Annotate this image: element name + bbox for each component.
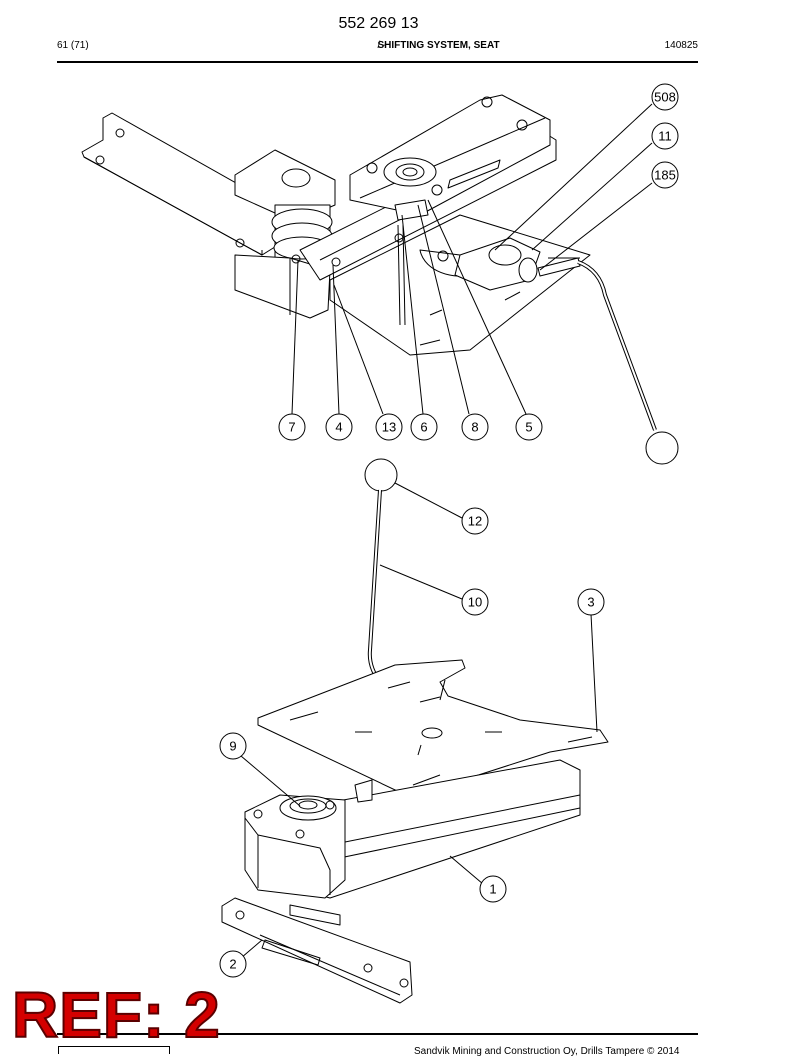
section-title-text: SHIFTING SYSTEM, SEAT <box>377 40 500 51</box>
callout-4: 4 <box>325 413 353 441</box>
callout-2: 2 <box>219 950 247 978</box>
page-count: 61 (71) <box>57 40 89 51</box>
callout-6: 6 <box>410 413 438 441</box>
svg-text:8: 8 <box>471 420 478 435</box>
sandvik-logo <box>58 1046 170 1054</box>
svg-text:508: 508 <box>654 90 676 105</box>
ref-stamp: REF: 2 <box>11 979 221 1051</box>
header-rule <box>57 61 698 63</box>
upper-assembly-drawing <box>81 94 679 465</box>
svg-text:12: 12 <box>468 514 482 529</box>
svg-text:7: 7 <box>288 420 295 435</box>
svg-text:11: 11 <box>658 129 672 144</box>
callout-11: 11 <box>651 122 679 150</box>
callout-10: 10 <box>461 588 489 616</box>
callout-12: 12 <box>461 507 489 535</box>
callout-185: 185 <box>651 161 679 189</box>
section-title-suffix: / - <box>377 40 387 51</box>
callout-508: 508 <box>651 83 679 111</box>
callout-7: 7 <box>278 413 306 441</box>
svg-text:1: 1 <box>489 882 496 897</box>
callout-5: 5 <box>515 413 543 441</box>
callout-9: 9 <box>219 732 247 760</box>
lower-assembly-drawing <box>221 458 609 1004</box>
document-date: 140825 <box>664 40 698 51</box>
lower-leader-lines <box>240 482 598 959</box>
svg-text:4: 4 <box>335 420 342 435</box>
svg-text:2: 2 <box>229 957 236 972</box>
svg-text:6: 6 <box>420 420 427 435</box>
header-row: 61 (71) SHIFTING SYSTEM, SEAT / - 140825 <box>57 40 698 54</box>
svg-text:10: 10 <box>468 595 482 610</box>
callout-3: 3 <box>577 588 605 616</box>
callout-13: 13 <box>375 413 403 441</box>
callout-8: 8 <box>461 413 489 441</box>
upper-leader-lines <box>291 103 653 415</box>
svg-text:3: 3 <box>587 595 594 610</box>
svg-text:185: 185 <box>654 168 676 183</box>
callout-1: 1 <box>479 875 507 903</box>
document-number: 552 269 13 <box>338 15 419 32</box>
svg-text:13: 13 <box>382 420 396 435</box>
footer-copyright: Sandvik Mining and Construction Oy, Dril… <box>414 1046 680 1057</box>
svg-text:5: 5 <box>525 420 532 435</box>
svg-text:9: 9 <box>229 739 236 754</box>
footer-rule <box>57 1033 698 1035</box>
